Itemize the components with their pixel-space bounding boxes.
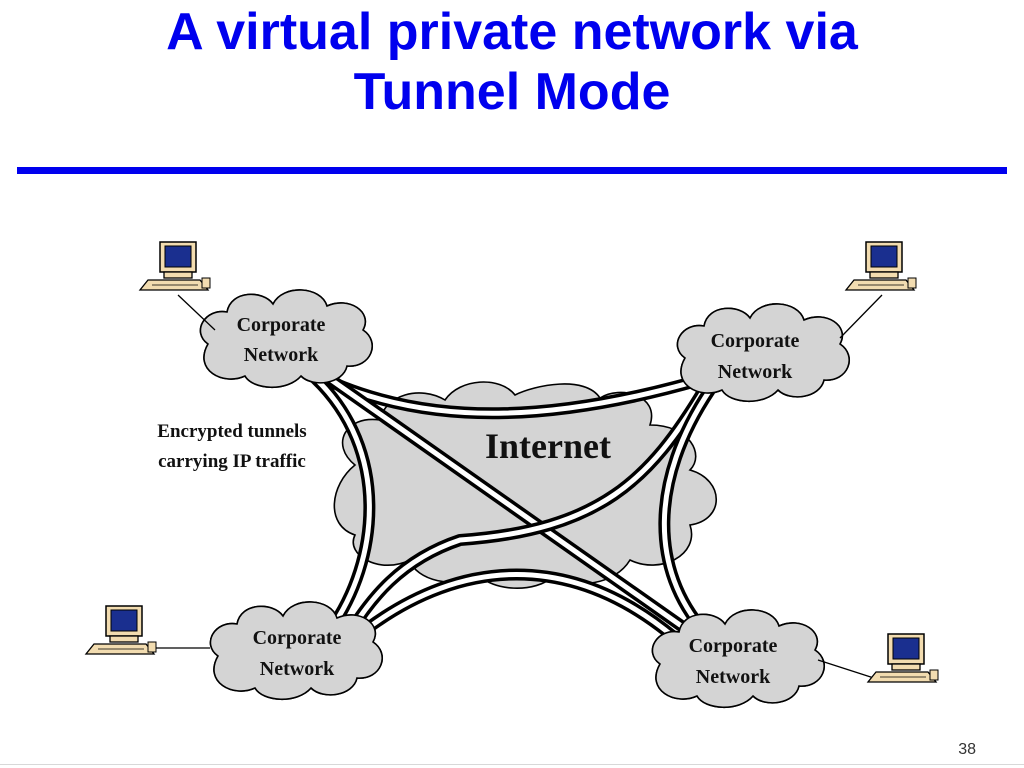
computer-icon [845, 241, 917, 291]
link-top-left [177, 294, 216, 331]
corporate-label-top-right-line1: Corporate [711, 330, 800, 352]
corporate-label-top-left-line2: Network [244, 344, 319, 366]
corporate-label-bottom-right-line2: Network [696, 666, 771, 688]
corporate-label-bottom-right-line1: Corporate [689, 635, 778, 657]
computer-icon [139, 241, 211, 291]
footer-divider [0, 764, 1024, 765]
title-line-1: A virtual private network via [166, 3, 858, 61]
corporate-label-top-left-line1: Corporate [237, 314, 326, 336]
corporate-label-bottom-left-line1: Corporate [253, 627, 342, 649]
tunnel-annotation-line1: Encrypted tunnels [157, 421, 306, 442]
corporate-label-bottom-left-line2: Network [260, 658, 335, 680]
encrypted-tunnels [310, 367, 715, 643]
slide-title: A virtual private network via Tunnel Mod… [0, 2, 1024, 122]
corporate-label-top-right-line2: Network [718, 361, 793, 383]
link-bottom-right [817, 659, 881, 681]
page-number: 38 [958, 741, 976, 758]
internet-label: Internet [485, 426, 611, 466]
computer-icon [85, 605, 157, 655]
title-underline [17, 167, 1007, 174]
title-line-2: Tunnel Mode [353, 63, 671, 121]
tunnel-annotation-line2: carrying IP traffic [158, 451, 306, 472]
computer-icon [867, 633, 939, 683]
link-top-right [839, 294, 883, 339]
